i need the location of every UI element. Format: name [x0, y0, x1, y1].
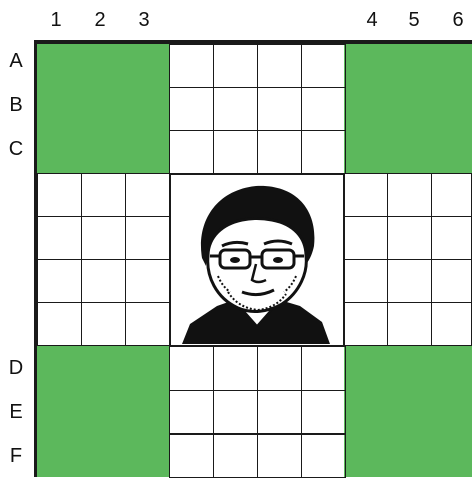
- grid-cell-right-1-0[interactable]: [343, 216, 388, 260]
- grid-cell-right-2-2[interactable]: [431, 259, 472, 303]
- grid-cell-bottom-2-2[interactable]: [257, 433, 302, 478]
- grid-cell-bottom-1-0[interactable]: [169, 390, 214, 435]
- grid-cell-top-0-3[interactable]: [301, 44, 346, 88]
- row-label-b: B: [8, 95, 24, 115]
- column-label-6: 6: [448, 10, 468, 30]
- corner-block-bottom-right: [344, 346, 472, 477]
- row-label-e: E: [8, 402, 24, 422]
- grid-cell-left-3-0[interactable]: [37, 302, 82, 346]
- grid-cell-bottom-1-2[interactable]: [257, 390, 302, 435]
- grid-cell-top-2-3[interactable]: [301, 130, 346, 174]
- grid-cell-right-2-0[interactable]: [343, 259, 388, 303]
- grid-cell-right-3-1[interactable]: [387, 302, 432, 346]
- grid-cell-left-1-2[interactable]: [125, 216, 170, 260]
- grid-cell-bottom-0-2[interactable]: [257, 346, 302, 391]
- grid-cell-left-3-2[interactable]: [125, 302, 170, 346]
- corner-block-top-left: [37, 44, 169, 174]
- row-label-a: A: [8, 51, 24, 71]
- column-label-2: 2: [90, 10, 110, 30]
- column-label-5: 5: [404, 10, 424, 30]
- column-label-3: 3: [134, 10, 154, 30]
- grid-cell-bottom-0-3[interactable]: [301, 346, 346, 391]
- grid-cell-top-1-3[interactable]: [301, 87, 346, 131]
- grid-cell-left-0-1[interactable]: [81, 173, 126, 217]
- grid-cell-top-2-2[interactable]: [257, 130, 302, 174]
- grid-cell-left-2-1[interactable]: [81, 259, 126, 303]
- grid-cell-right-0-1[interactable]: [387, 173, 432, 217]
- grid-cell-right-1-1[interactable]: [387, 216, 432, 260]
- grid-cell-right-0-2[interactable]: [431, 173, 472, 217]
- row-label-f: F: [8, 446, 24, 466]
- grid-cell-right-2-1[interactable]: [387, 259, 432, 303]
- grid-cell-bottom-2-3[interactable]: [301, 433, 346, 478]
- grid-cell-top-0-2[interactable]: [257, 44, 302, 88]
- row-label-d: D: [8, 358, 24, 378]
- grid-cell-top-0-1[interactable]: [213, 44, 258, 88]
- grid-cell-top-2-1[interactable]: [213, 130, 258, 174]
- row-label-c: C: [8, 139, 24, 159]
- corner-block-bottom-left: [37, 346, 169, 477]
- grid-cell-left-2-2[interactable]: [125, 259, 170, 303]
- game-board: [34, 40, 472, 477]
- grid-cell-right-3-0[interactable]: [343, 302, 388, 346]
- corner-block-top-right: [344, 44, 472, 174]
- grid-cell-bottom-0-1[interactable]: [213, 346, 258, 391]
- grid-cell-bottom-2-1[interactable]: [213, 433, 258, 478]
- portrait-image: [172, 176, 342, 344]
- grid-cell-top-2-0[interactable]: [169, 130, 214, 174]
- grid-cell-right-1-2[interactable]: [431, 216, 472, 260]
- grid-cell-left-0-2[interactable]: [125, 173, 170, 217]
- grid-cell-right-0-0[interactable]: [343, 173, 388, 217]
- grid-cell-top-1-0[interactable]: [169, 87, 214, 131]
- grid-cell-right-3-2[interactable]: [431, 302, 472, 346]
- grid-cell-bottom-1-1[interactable]: [213, 390, 258, 435]
- grid-cell-left-3-1[interactable]: [81, 302, 126, 346]
- grid-cell-left-2-0[interactable]: [37, 259, 82, 303]
- portrait-illustration: [172, 176, 342, 344]
- grid-cell-bottom-0-0[interactable]: [169, 346, 214, 391]
- grid-cell-left-0-0[interactable]: [37, 173, 82, 217]
- grid-cell-top-1-2[interactable]: [257, 87, 302, 131]
- grid-cell-bottom-2-0[interactable]: [169, 433, 214, 478]
- grid-cell-left-1-1[interactable]: [81, 216, 126, 260]
- grid-cell-left-1-0[interactable]: [37, 216, 82, 260]
- grid-cell-top-0-0[interactable]: [169, 44, 214, 88]
- column-label-1: 1: [46, 10, 66, 30]
- column-label-4: 4: [362, 10, 382, 30]
- grid-cell-top-1-1[interactable]: [213, 87, 258, 131]
- grid-cell-bottom-1-3[interactable]: [301, 390, 346, 435]
